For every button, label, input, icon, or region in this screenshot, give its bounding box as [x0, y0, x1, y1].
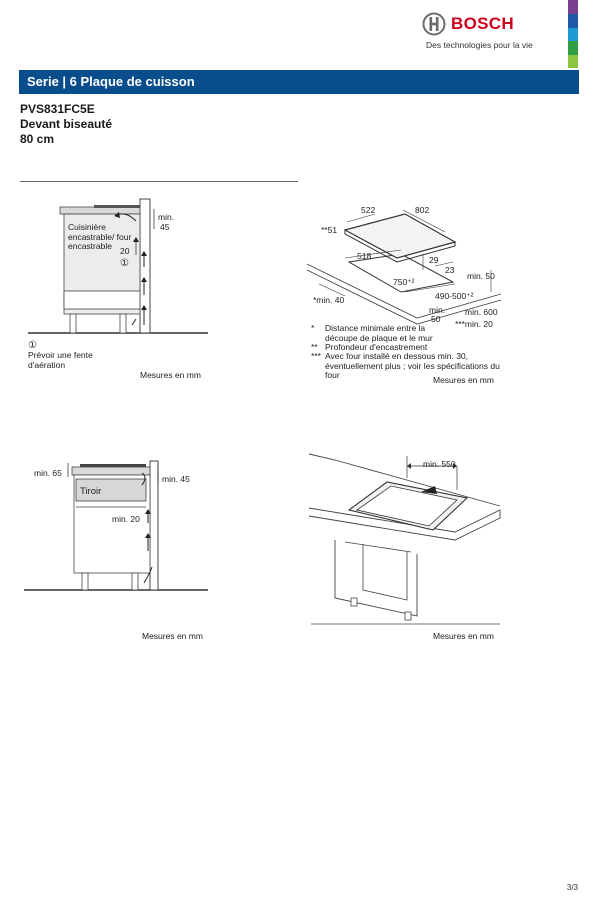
label-45: 45 [160, 222, 170, 232]
diagram-perspective-drawing [308, 453, 501, 625]
dim-802: 802 [415, 205, 430, 215]
diagram-hob-drawing [306, 209, 502, 325]
product-width: 80 cm [20, 132, 55, 146]
label-cooker: Cuisinière encastrable/ four encastrable [68, 222, 132, 251]
units-label: Mesures en mm [433, 375, 494, 385]
note-text: Avec four installé en dessous min. 30, é… [325, 351, 500, 380]
note-mark: *** [311, 351, 321, 361]
diagram-drawer-installation: min. 65 min. 45 Tiroir min. 20 Mesures e… [20, 455, 300, 645]
divider-rule [20, 181, 298, 182]
series-title: Serie | 6 Plaque de cuisson [27, 74, 195, 89]
series-header-bar: Serie | 6 Plaque de cuisson [19, 70, 579, 94]
dim-min65: min. 65 [34, 468, 62, 478]
dim-min600: min. 600 [465, 307, 498, 317]
note-text: Distance minimale entre la découpe de pl… [325, 323, 433, 343]
dim-min45: min. 45 [162, 474, 190, 484]
dim-min50-side: min. 50 [467, 271, 495, 281]
dim-51: **51 [321, 225, 338, 235]
brand-color-strip [568, 0, 578, 68]
dim-min40: *min. 40 [313, 295, 345, 305]
dim-min550: min. 550 [423, 459, 456, 469]
label-min: min. [158, 212, 175, 222]
units-label: Mesures en mm [142, 631, 203, 641]
dim-518: 518 [357, 251, 372, 261]
dim-29: 29 [429, 255, 439, 265]
brand-block: BOSCH Des technologies pour la vie [422, 10, 562, 52]
brand-tagline: Des technologies pour la vie [426, 40, 533, 50]
units-label: Mesures en mm [433, 631, 494, 641]
label-20: 20 [120, 246, 130, 256]
note-mark: * [311, 323, 315, 333]
product-model: PVS831FC5E [20, 102, 95, 116]
dim-min20: ***min. 20 [455, 319, 493, 329]
dim-490-500: 490-500⁺² [435, 291, 474, 301]
brand-name: BOSCH [451, 14, 514, 33]
diagram-cooker-drawing [28, 198, 208, 334]
bosch-armature-icon [422, 12, 446, 36]
product-front: Devant biseauté [20, 117, 113, 131]
note-text: Profondeur d'encastrement [325, 342, 428, 352]
diagram-hob-perspective: min. 550 Mesures en mm [305, 448, 585, 648]
page-number: 3/3 [566, 883, 578, 892]
dim-50-front: 50 [431, 314, 441, 324]
diagram-cooker-installation: min. 45 Cuisinière encastrable/ four enc… [20, 195, 300, 395]
diagram-drawer-drawing [24, 460, 208, 591]
units-label: Mesures en mm [140, 370, 201, 380]
dim-min-front: min. [429, 305, 446, 315]
product-info: PVS831FC5E Devant biseauté 80 cm [20, 102, 112, 147]
dim-522: 522 [361, 205, 376, 215]
label-drawer: Tiroir [80, 486, 102, 497]
note-mark: ** [311, 342, 318, 352]
diagram-hob-cutout: 522 802 **51 518 29 23 min. 50 750⁺² 490… [305, 200, 585, 390]
note-item: * Distance minimale entre la découpe de … [311, 323, 511, 343]
dim-750: 750⁺² [393, 277, 415, 287]
note-ventilation: Prévoir une fente d'aération [28, 350, 93, 370]
note-item: *** Avec four installé en dessous min. 3… [311, 351, 511, 382]
dim-min20: min. 20 [112, 514, 140, 524]
circle-marker-1: ① [120, 258, 129, 269]
note-item: ** Profondeur d'encastrement [311, 342, 511, 352]
notes-list: * Distance minimale entre la découpe de … [311, 323, 511, 382]
note-circle-marker: ① [28, 340, 37, 351]
dim-23: 23 [445, 265, 455, 275]
